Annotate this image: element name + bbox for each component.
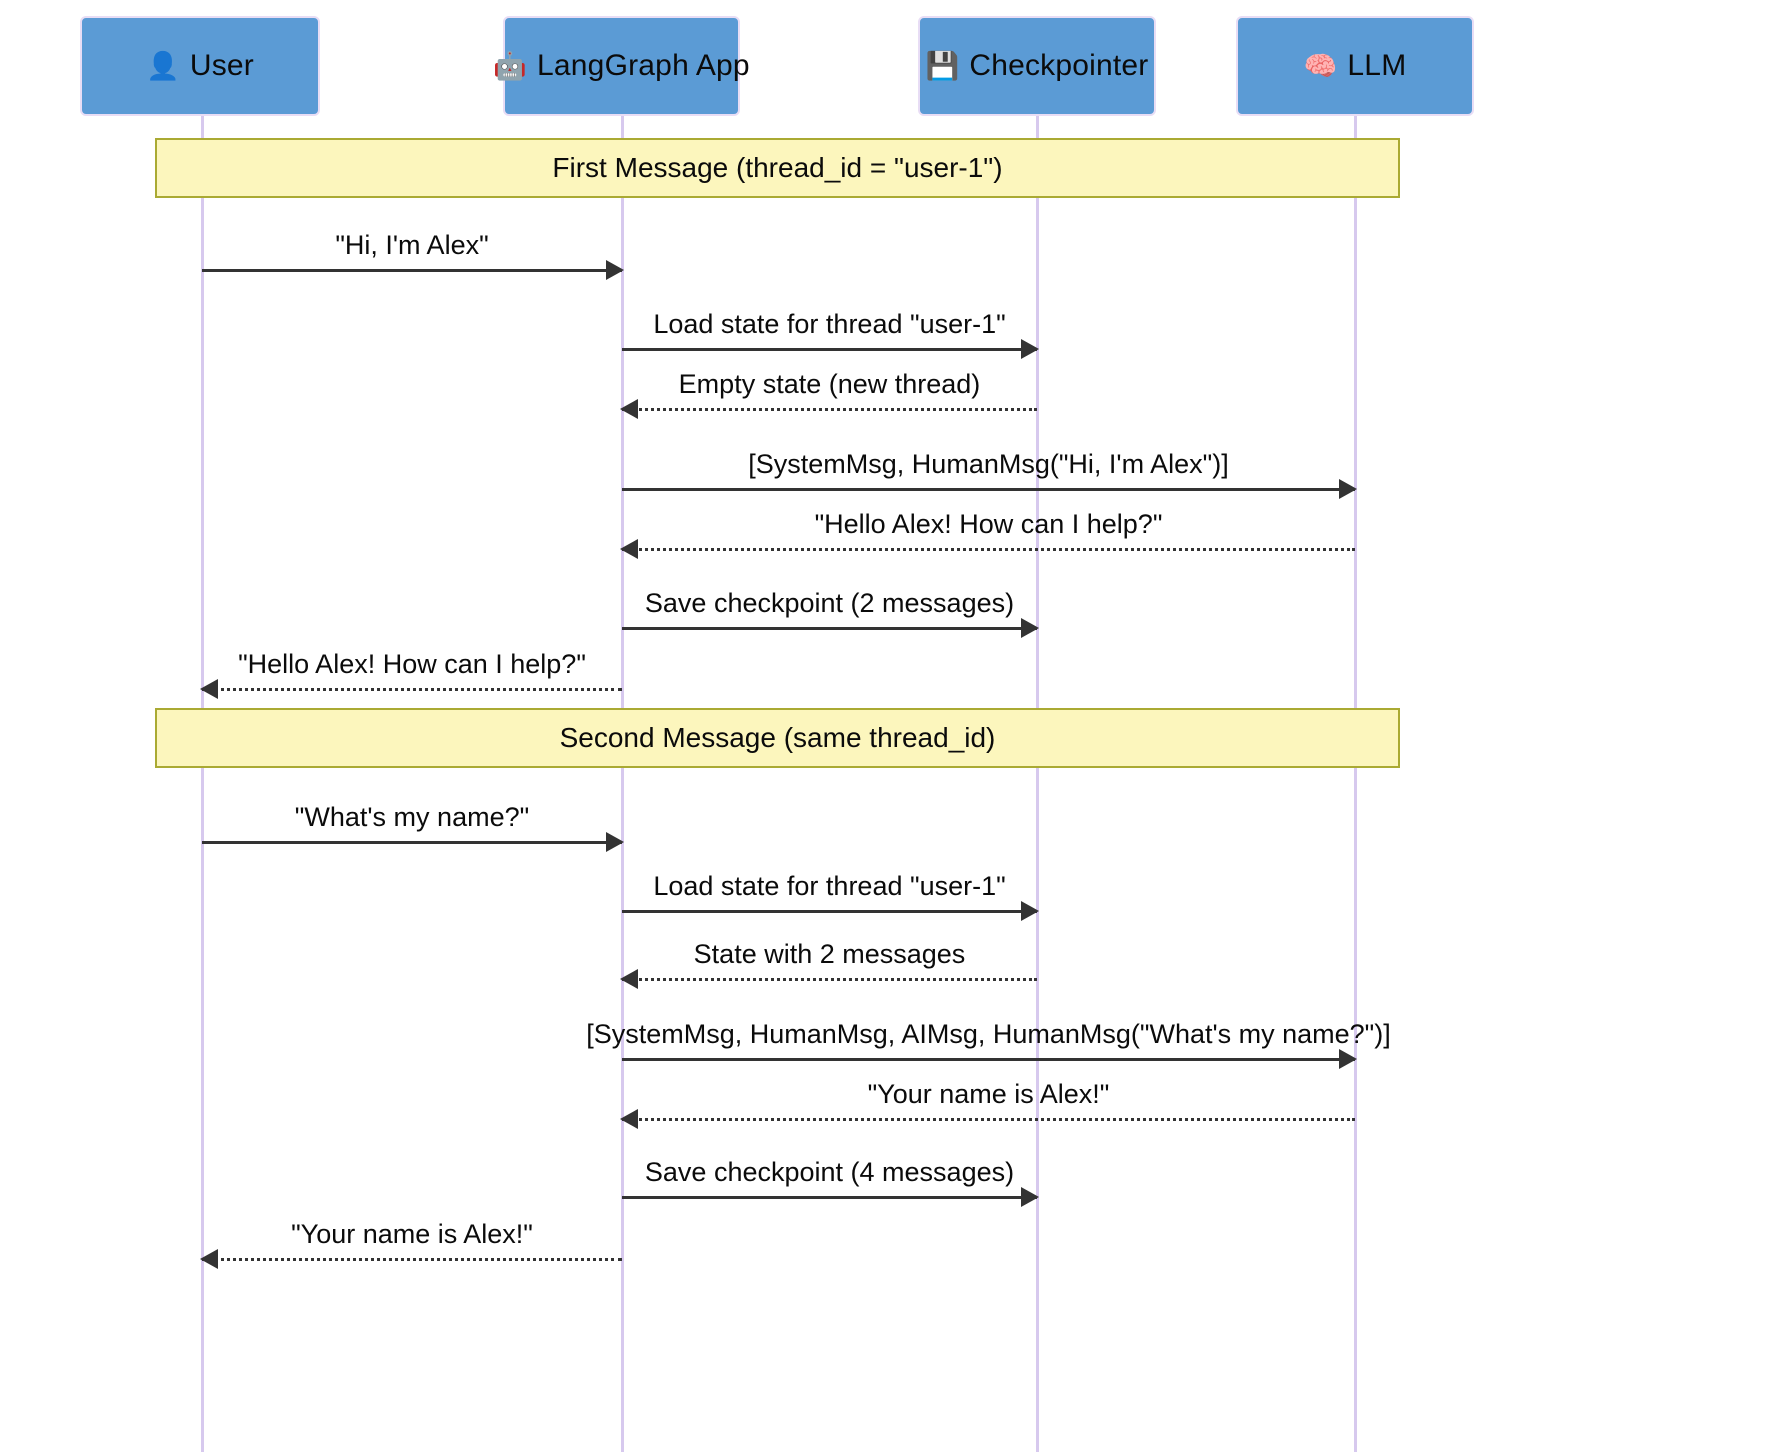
message-line [622, 488, 1355, 491]
message-line [622, 910, 1037, 913]
message-line [202, 269, 622, 272]
arrowhead-right-icon [1021, 1187, 1039, 1207]
note-first-message-label: First Message (thread_id = "user-1") [552, 152, 1003, 183]
lifeline-llm [1354, 112, 1357, 1452]
robot-icon: 🤖 [493, 50, 528, 81]
message-line [202, 841, 622, 844]
participant-llm[interactable]: 🧠 LLM [1236, 16, 1474, 116]
message-label: "Hello Alex! How can I help?" [238, 649, 586, 679]
note-second-message-label: Second Message (same thread_id) [559, 722, 996, 753]
arrowhead-right-icon [606, 832, 624, 852]
arrowhead-left-icon [620, 399, 638, 419]
message-line [622, 348, 1037, 351]
participant-langgraph-app[interactable]: 🤖 LangGraph App [493, 16, 750, 116]
message-label: [SystemMsg, HumanMsg, AIMsg, HumanMsg("W… [586, 1019, 1391, 1049]
message-label: [SystemMsg, HumanMsg("Hi, I'm Alex")] [748, 449, 1229, 479]
arrowhead-left-icon [620, 969, 638, 989]
message-line [622, 548, 1355, 551]
message-label: Load state for thread "user-1" [653, 871, 1006, 901]
arrowhead-left-icon [200, 1249, 218, 1269]
arrowhead-right-icon [1021, 618, 1039, 638]
message-label: Load state for thread "user-1" [653, 309, 1006, 339]
message-line [202, 688, 622, 691]
participant-label-user: User [189, 49, 254, 82]
participant-user[interactable]: 👤 User [80, 16, 320, 116]
arrowhead-left-icon [620, 1109, 638, 1129]
brain-icon: 🧠 [1303, 50, 1338, 81]
message-line [622, 1058, 1355, 1061]
participant-label-llm: LLM [1347, 49, 1407, 82]
lifeline-user [201, 112, 204, 1452]
message-label: "What's my name?" [294, 802, 530, 832]
lifeline-langgraph [621, 112, 624, 1452]
message-line [202, 1258, 622, 1261]
message-line [622, 408, 1037, 411]
note-first-message: First Message (thread_id = "user-1") [155, 138, 1400, 198]
arrowhead-right-icon [1339, 479, 1357, 499]
arrowhead-left-icon [200, 679, 218, 699]
arrowhead-right-icon [1021, 901, 1039, 921]
message-label: Empty state (new thread) [678, 369, 981, 399]
message-label: "Your name is Alex!" [867, 1079, 1110, 1109]
floppy-disk-icon: 💾 [925, 50, 960, 81]
bust-in-silhouette-icon: 👤 [146, 50, 180, 81]
arrowhead-right-icon [1339, 1049, 1357, 1069]
arrowhead-left-icon [620, 539, 638, 559]
participant-checkpointer[interactable]: 💾 Checkpointer [918, 16, 1156, 116]
arrowhead-right-icon [606, 260, 624, 280]
participant-label-checkpointer: Checkpointer [969, 49, 1149, 82]
message-line [622, 1196, 1037, 1199]
note-second-message: Second Message (same thread_id) [155, 708, 1400, 768]
message-label: "Your name is Alex!" [291, 1219, 533, 1249]
message-label: "Hi, I'm Alex" [335, 230, 489, 260]
message-label: State with 2 messages [693, 939, 966, 969]
message-label: Save checkpoint (4 messages) [644, 1157, 1015, 1187]
message-line [622, 978, 1037, 981]
message-line [622, 1118, 1355, 1121]
message-line [622, 627, 1037, 630]
arrowhead-right-icon [1021, 339, 1039, 359]
participant-label-langgraph-app: LangGraph App [537, 49, 750, 82]
message-label: "Hello Alex! How can I help?" [814, 509, 1163, 539]
message-label: Save checkpoint (2 messages) [644, 588, 1015, 618]
lifeline-checkpointer [1036, 112, 1039, 1452]
